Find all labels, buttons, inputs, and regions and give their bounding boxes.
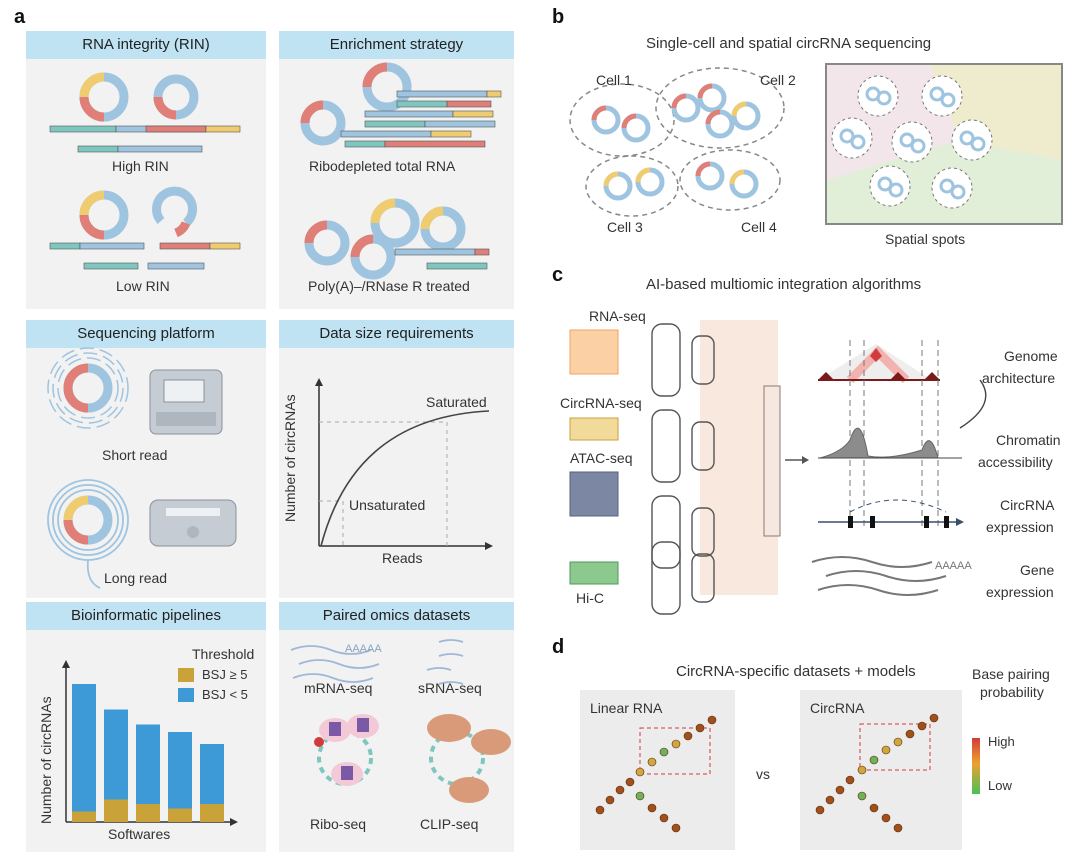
sequencing-header: Sequencing platform	[26, 320, 266, 348]
linear-rna-box	[580, 690, 735, 850]
cell-1-label: Cell 1	[596, 72, 632, 88]
panel-c-title: AI-based multiomic integration algorithm…	[646, 276, 922, 293]
ribodepleted-label: Ribodepleted total RNA	[309, 158, 456, 174]
legend-probability: probability	[980, 684, 1044, 700]
paired-illustration	[290, 639, 511, 803]
cell-2-label: Cell 2	[760, 72, 796, 88]
panel-b-title: Single-cell and spatial circRNA sequenci…	[646, 35, 932, 52]
paired-polya: AAAAA	[345, 643, 382, 655]
vs-label: vs	[756, 766, 770, 782]
single-cell-illustration	[569, 63, 1063, 225]
chromatin-label-1: Chromatin	[996, 432, 1061, 448]
saturated-label: Saturated	[426, 394, 487, 410]
high-rin-label: High RIN	[112, 158, 169, 174]
linear-rna-label: Linear RNA	[590, 700, 663, 716]
atac-seq-label: ATAC-seq	[570, 450, 633, 466]
spatial-spots-label: Spatial spots	[885, 231, 966, 247]
gene-expr-label-2: expression	[986, 584, 1054, 600]
enrichment-illustration	[300, 62, 502, 280]
polya-label: Poly(A)–/RNase R treated	[308, 278, 470, 294]
panel-letter-b: b	[552, 6, 565, 28]
bar-ge5-1	[72, 811, 96, 822]
cell-4-label: Cell 4	[741, 219, 777, 235]
legend-base-pairing: Base pairing	[972, 666, 1050, 682]
mrna-seq-label: mRNA-seq	[304, 680, 373, 696]
base-pairing-colorbar	[972, 738, 980, 794]
gene-polya: AAAAA	[935, 560, 972, 572]
pipelines-header: Bioinformatic pipelines	[26, 602, 266, 630]
legend-lt5: BSJ < 5	[202, 687, 248, 702]
pipelines-ylabel: Number of circRNAs	[38, 696, 54, 824]
legend-ge5: BSJ ≥ 5	[202, 667, 248, 682]
short-read-label: Short read	[102, 447, 168, 463]
bar-lt5-2	[104, 709, 128, 800]
genome-label-1: Genome	[1004, 348, 1058, 364]
legend-low: Low	[988, 778, 1012, 793]
enrichment-header: Enrichment strategy	[279, 31, 514, 59]
rin-box	[26, 31, 266, 309]
bar-lt5-5	[200, 744, 224, 804]
legend-title: Threshold	[192, 646, 255, 662]
rin-header: RNA integrity (RIN)	[26, 31, 266, 59]
paired-box	[279, 602, 514, 852]
legend-high: High	[988, 734, 1015, 749]
rna-seq-label: RNA-seq	[589, 308, 646, 324]
panel-letter-c: c	[552, 264, 564, 286]
long-read-label: Long read	[104, 570, 168, 586]
hic-label: Hi-C	[576, 590, 604, 606]
gene-expr-label-1: Gene	[1020, 562, 1055, 578]
pipelines-chart	[62, 660, 238, 826]
datasize-ylabel: Number of circRNAs	[282, 394, 298, 522]
pipelines-xlabel: Softwares	[108, 826, 171, 842]
sequencing-box	[26, 320, 266, 598]
cell-3-label: Cell 3	[607, 219, 643, 235]
circrna-expr-label-1: CircRNA	[1000, 497, 1055, 513]
bar-ge5-2	[104, 799, 128, 822]
circrna-label: CircRNA	[810, 700, 865, 716]
paired-header: Paired omics datasets	[279, 602, 514, 630]
low-rin-label: Low RIN	[116, 278, 170, 294]
bar-ge5-4	[168, 808, 192, 822]
chromatin-label-2: accessibility	[978, 454, 1053, 470]
srna-seq-label: sRNA-seq	[418, 680, 482, 696]
circrna-expr-label-2: expression	[986, 519, 1054, 535]
rin-illustration	[49, 72, 241, 270]
bar-ge5-5	[200, 804, 224, 822]
legend-swatch-lt5	[178, 688, 194, 702]
clip-seq-label: CLIP-seq	[420, 816, 479, 832]
saturation-plot	[315, 378, 493, 550]
sequencing-illustration	[47, 347, 237, 589]
panel-d-title: CircRNA-specific datasets + models	[676, 663, 916, 680]
circrna-seq-label: CircRNA-seq	[560, 395, 642, 411]
panel-letter-a: a	[14, 6, 26, 28]
bar-lt5-1	[72, 684, 96, 812]
multiomic-illustration	[569, 320, 987, 615]
ribo-seq-label: Ribo-seq	[310, 816, 367, 832]
rna-structure-illustration	[595, 713, 980, 833]
bar-lt5-3	[136, 724, 160, 804]
panel-letter-d: d	[552, 636, 565, 658]
bar-lt5-4	[168, 732, 192, 809]
unsaturated-label: Unsaturated	[349, 497, 426, 513]
genome-label-2: architecture	[982, 370, 1056, 386]
datasize-box	[279, 320, 514, 598]
legend-swatch-ge5	[178, 668, 194, 682]
bar-ge5-3	[136, 804, 160, 822]
datasize-header: Data size requirements	[279, 320, 514, 348]
datasize-xlabel: Reads	[382, 550, 423, 566]
